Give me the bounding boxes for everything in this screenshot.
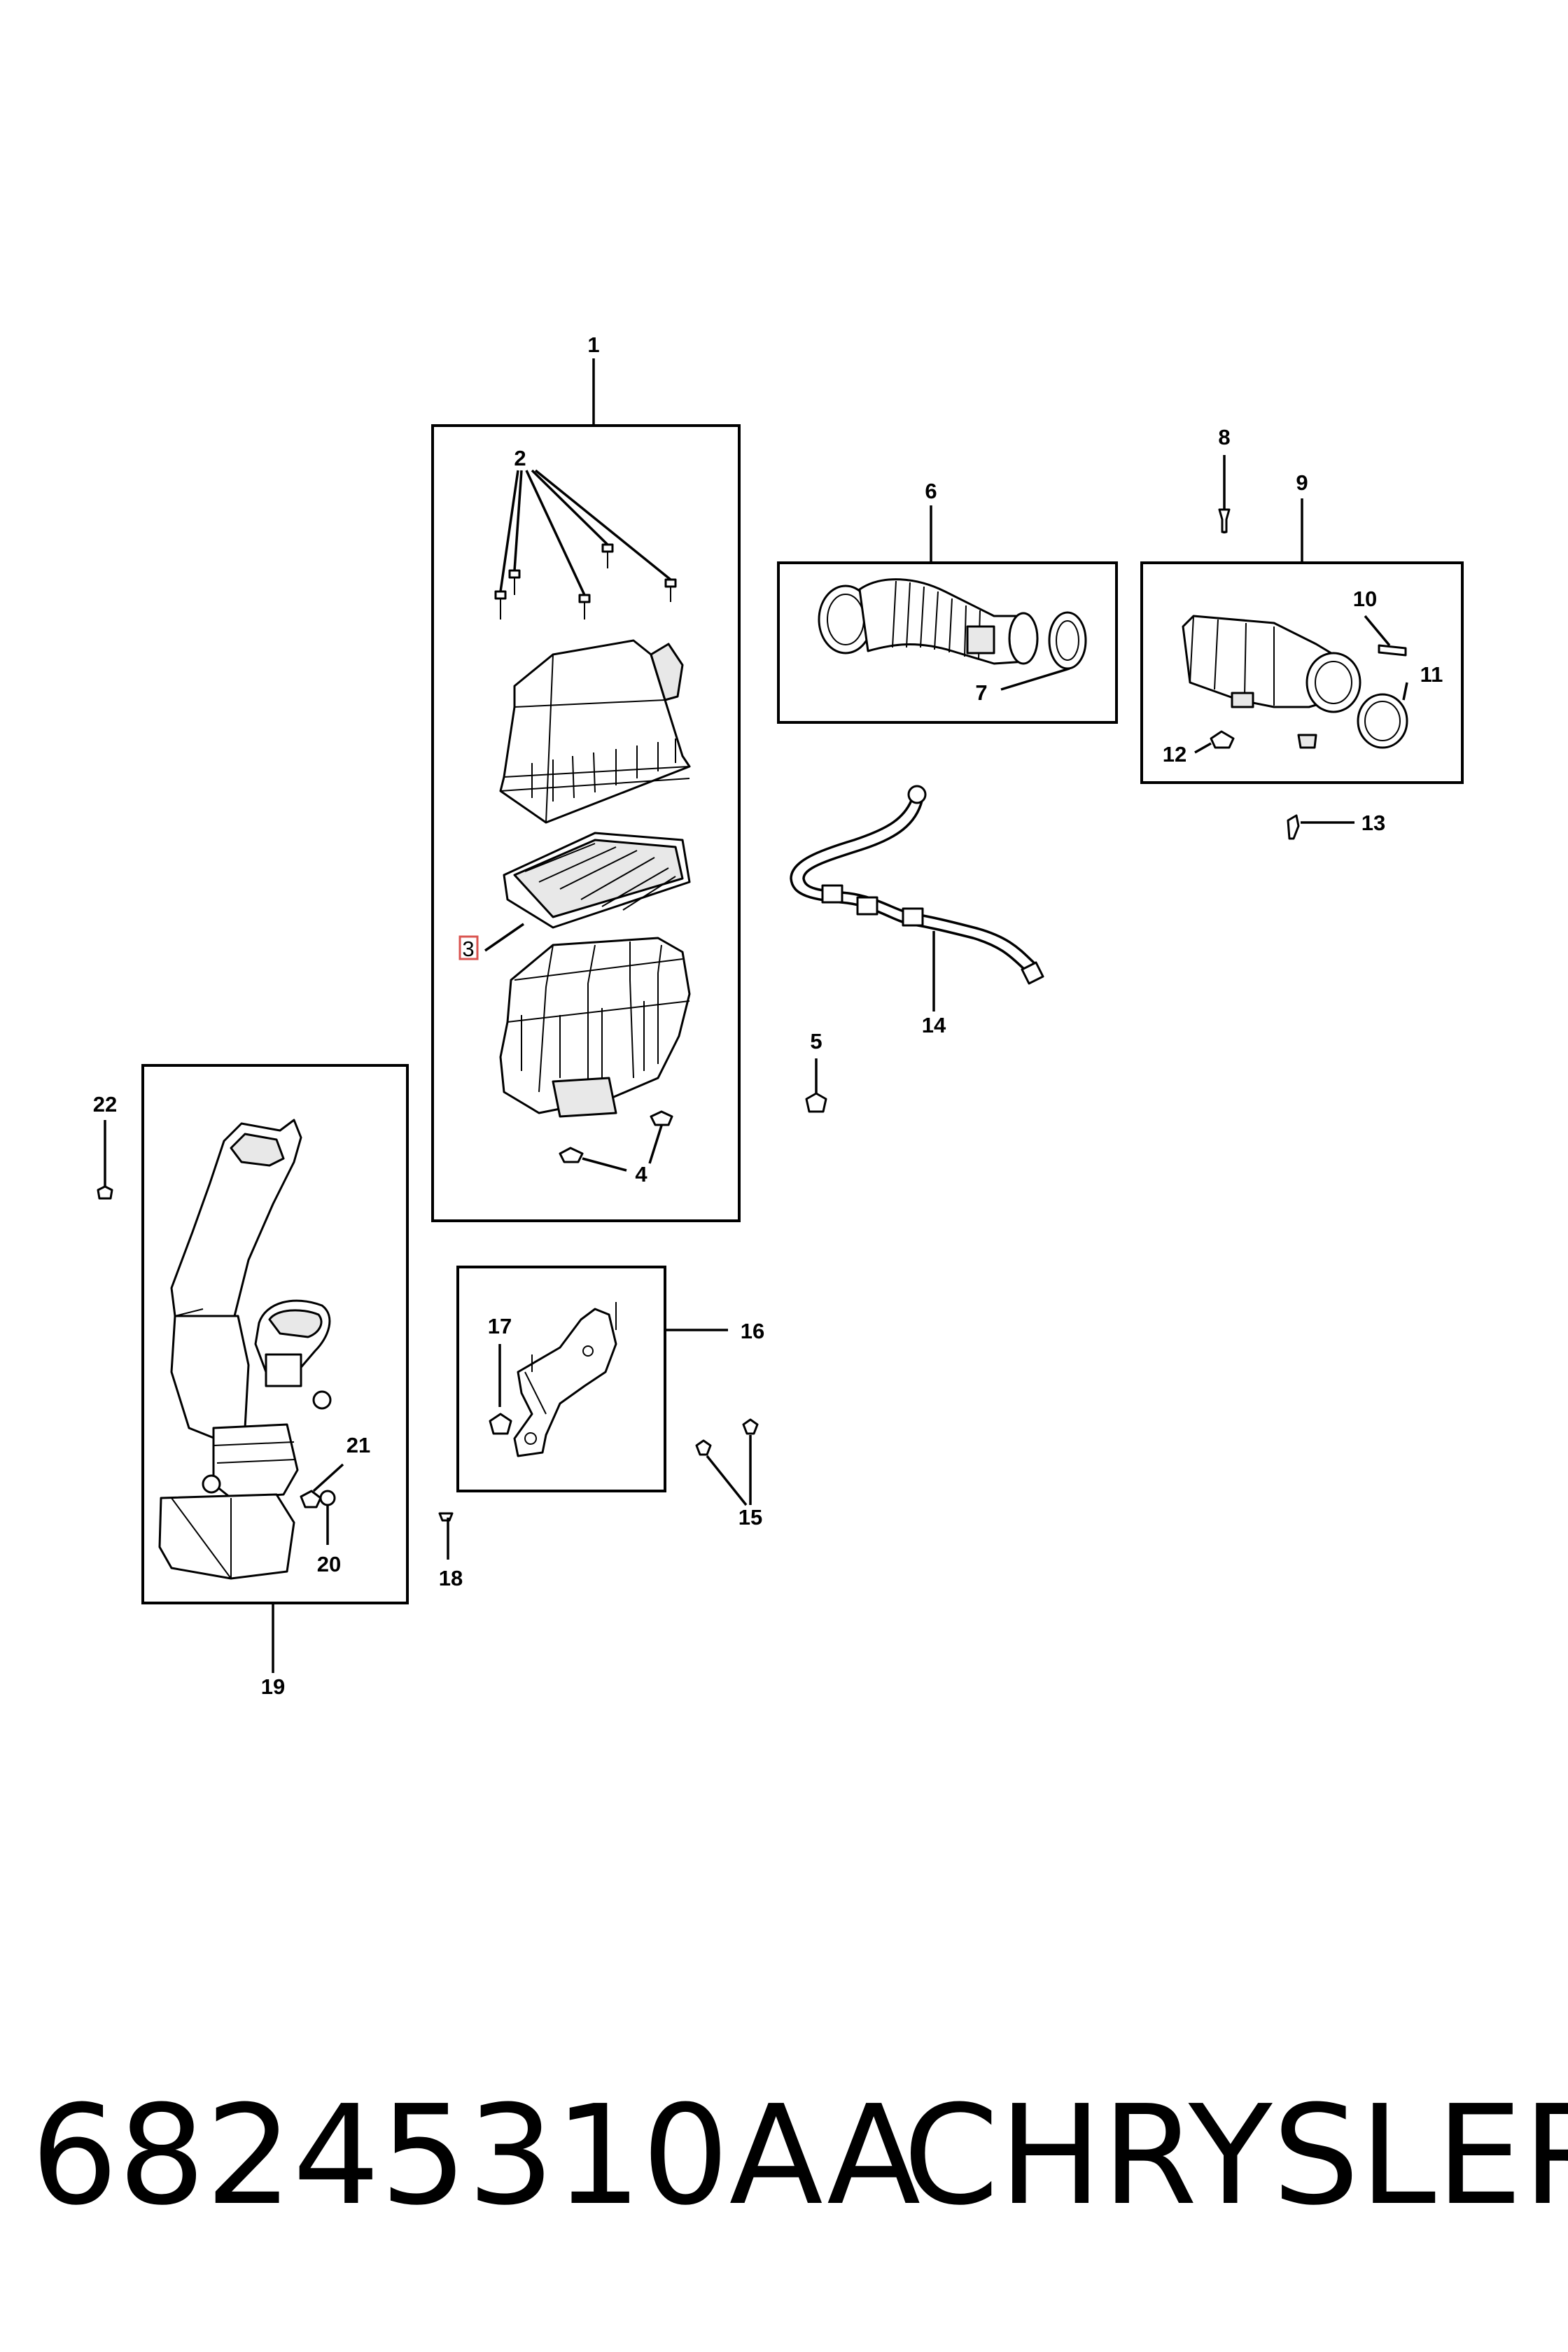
clip-icon: [1378, 644, 1407, 657]
callout-3-highlight-box: [458, 935, 479, 960]
callout-4[interactable]: 4: [635, 1162, 648, 1186]
clean-air-duct-group: 6 7: [777, 479, 1118, 724]
group-box-19: [141, 1064, 409, 1604]
bolt-icon: [1287, 814, 1300, 840]
air-cleaner-group: 1 2: [431, 332, 741, 1222]
push-pin-icon: [97, 1185, 113, 1200]
nut-icon: [695, 1439, 712, 1456]
air-cleaner-lower-housing: [499, 937, 691, 1118]
nut-icon: [489, 1413, 512, 1435]
washer-icon: [319, 1490, 336, 1506]
callout-5[interactable]: 5: [810, 1029, 822, 1054]
group-box-16: [456, 1266, 666, 1492]
nut-icon: [300, 1490, 322, 1508]
callout-10[interactable]: 10: [1353, 587, 1377, 611]
callout-15[interactable]: 15: [738, 1505, 762, 1530]
crankcase-vent-hose: [790, 785, 1044, 985]
callout-18[interactable]: 18: [439, 1566, 463, 1590]
callout-11[interactable]: 11: [1420, 662, 1443, 687]
callout-14[interactable]: 14: [922, 1013, 946, 1037]
callout-21[interactable]: 21: [346, 1433, 370, 1457]
mounting-bracket: [513, 1302, 617, 1457]
callout-1[interactable]: 1: [587, 332, 599, 357]
callout-17[interactable]: 17: [488, 1314, 512, 1338]
callout-7[interactable]: 7: [975, 680, 987, 705]
callout-22[interactable]: 22: [93, 1092, 117, 1116]
callout-6[interactable]: 6: [925, 479, 937, 503]
air-cleaner-cover: [499, 639, 691, 824]
resonator-body: [1182, 615, 1362, 713]
callout-12[interactable]: 12: [1163, 742, 1186, 766]
air-filter-element: [503, 832, 691, 929]
inlet-duct-body: [158, 1119, 332, 1580]
nut-icon: [742, 1418, 759, 1435]
air-duct-hose: [818, 578, 1087, 670]
grommet-icon: [805, 1092, 827, 1113]
resonator-group: 8 9 10 11 12: [1140, 425, 1464, 784]
callout-8[interactable]: 8: [1218, 425, 1230, 449]
grommet-icon: [559, 1110, 673, 1163]
callout-20[interactable]: 20: [317, 1552, 341, 1576]
group-box-6: [777, 561, 1118, 724]
callout-3[interactable]: 3: [462, 937, 474, 961]
air-inlet-duct-group: 19 21 20: [141, 1064, 409, 1699]
part-number: 68245310AA: [31, 2076, 921, 2236]
clip-icon: [438, 1512, 454, 1522]
callout-13[interactable]: 13: [1362, 811, 1385, 835]
bracket-group: 16 17: [456, 1266, 764, 1492]
brand-name: CHRYSLER: [903, 2076, 1568, 2236]
callout-2[interactable]: 2: [514, 446, 526, 470]
callout-16[interactable]: 16: [741, 1319, 764, 1343]
nut-icon: [1210, 730, 1235, 749]
push-pin-icon: [1218, 508, 1231, 533]
callout-9[interactable]: 9: [1296, 470, 1308, 495]
group-box-1: [431, 424, 741, 1222]
callout-19[interactable]: 19: [261, 1674, 285, 1699]
screw-icon: [494, 543, 677, 620]
